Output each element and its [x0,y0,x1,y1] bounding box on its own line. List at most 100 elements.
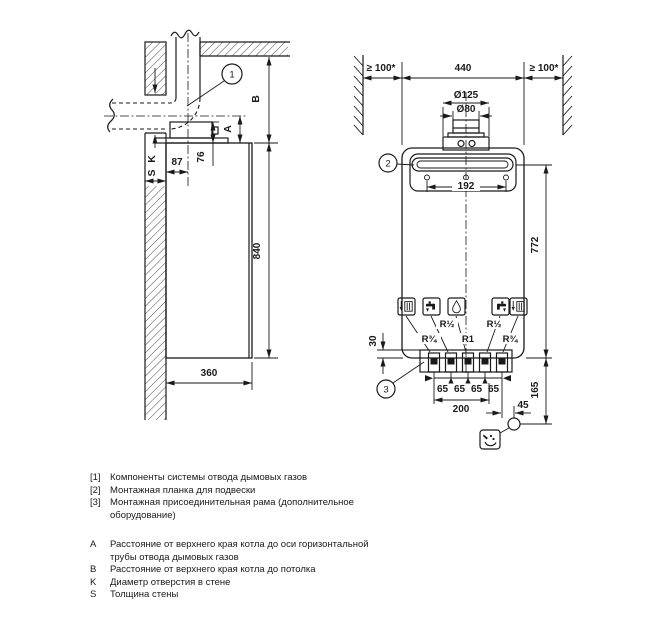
hot-water-tap-icon [422,297,441,316]
dim-A-label: A [222,125,234,133]
pipe-break-symbol [107,98,115,133]
dim-45: 45 [486,400,531,418]
dim-width-label: 440 [455,63,472,74]
dim-K-label: K [146,155,158,163]
boiler-body-side [165,142,253,359]
flue-adapter-side [169,121,213,139]
gas-flame-icon [447,297,466,316]
legend-text: Монтажная присоединительная рама (дополн… [110,497,354,508]
legend-letter-S: S Толщина стены [90,589,178,602]
heating-flow-icon [397,297,416,316]
dim-B: B [250,57,272,143]
left-wall [353,55,364,136]
stub-dhw [444,352,458,373]
heating-return-icon [509,297,528,316]
dim-192: 192 [426,180,507,192]
dim-87-label: 87 [171,157,183,168]
dim-45-label: 45 [517,400,529,411]
legend-key: K [90,576,97,588]
dim-left-gap-label: ≥ 100* [367,63,396,74]
dim-772-label: 772 [530,236,541,253]
conn-label-cold-water: R½ [487,319,502,330]
right-wall [562,55,573,136]
boiler-body-front [401,147,525,359]
flue-elbow-horizontal [107,97,201,133]
legend-key: [3] [90,497,101,508]
installation-diagram: 76 A B 840 360 87 K [104,29,573,450]
stub-heating-flow [427,352,441,373]
front-view: ≥ 100* 440 ≥ 100* Ø125 Ø80 [353,55,573,450]
bracket-hole [503,174,509,181]
stub-cold-water [478,352,492,373]
dim-top-row: ≥ 100* 440 ≥ 100* [363,62,563,145]
legend-item-1: [1] Компоненты системы отвода дымовых га… [90,472,307,485]
wall-section-upper [144,41,167,96]
drain-point [507,417,521,431]
siphon-icon [479,429,501,450]
boiler-side [154,121,253,359]
legend-key: [1] [90,472,101,483]
balloon-2-number: 2 [385,159,390,170]
cold-water-tap-icon [491,297,510,316]
ceiling-section [199,41,290,57]
legend-letter-A: A Расстояние от верхнего края котла до о… [90,539,369,564]
legend-text: Расстояние от верхнего края котла до оси… [110,539,369,550]
dim-840: 840 [252,142,278,359]
dim-87: 87 [166,157,188,175]
dim-165: 165 [526,357,552,424]
balloon-1: 1 [186,63,243,107]
dim-65-label: 65 [454,384,466,395]
condensate-drain [479,417,552,450]
dim-65-row: 65 65 65 65 [425,375,511,395]
legend-key: [2] [90,484,101,496]
stub-gas [461,352,475,373]
mounting-bracket [411,157,514,172]
dim-65-label: 65 [471,384,483,395]
legend-key: B [90,564,97,575]
balloon-3: 3 [376,361,425,399]
conn-label-heating-return: R¾ [503,334,519,345]
dim-65-label: 65 [488,384,500,395]
dim-A: A [222,116,243,143]
connection-stubs [427,352,509,418]
balloon-3-number: 3 [383,385,388,396]
stub-heating-return [495,352,509,373]
pipe-break-symbol [170,29,200,39]
connection-labels: R¾ R½ R1 R½ R¾ [417,318,522,345]
legend-letter-B: B Расстояние от верхнего края котла до п… [90,564,316,577]
flue-pipe-vertical [170,29,201,98]
legend-text: Расстояние от верхнего края котла до пот… [110,564,316,575]
legend-key: A [90,539,97,550]
side-view: 76 A B 840 360 87 K [104,29,290,420]
dim-772: 772 [516,164,552,358]
dim-65-label: 65 [437,384,449,395]
dim-200-label: 200 [453,404,470,415]
dim-192-label: 192 [458,181,475,192]
legend-letter-K: K Диаметр отверстия в стене [90,577,230,590]
legend-item-3: [3] Монтажная присоединительная рама (до… [90,497,354,522]
legend-text: Толщина стены [110,589,179,600]
dim-200: 200 [434,383,490,415]
dim-right-gap-label: ≥ 100* [530,63,559,74]
legend-text: Компоненты системы отвода дымовых газов [110,472,308,483]
dim-360: 360 [166,362,253,390]
legend-item-2: [2] Монтажная планка для подвески [90,485,255,498]
dim-30-label: 30 [368,335,379,347]
dim-76: 76 [196,121,219,166]
dim-S-label: S [146,169,158,176]
legend-key: S [90,589,97,600]
conn-label-gas: R1 [462,334,475,345]
dim-165-label: 165 [530,381,541,398]
legend-text: Монтажная планка для подвески [110,484,256,496]
dim-76-label: 76 [196,151,207,163]
conn-label-dhw: R½ [440,319,455,330]
balloon-2: 2 [378,153,415,173]
balloon-1-number: 1 [229,70,234,81]
dim-30: 30 [368,333,420,374]
dim-B-label: B [250,95,262,103]
legend-text: Диаметр отверстия в стене [110,576,231,588]
dim-360-label: 360 [201,368,218,379]
legend-text: оборудование) [110,509,176,521]
legend-text: трубы отвода дымовых газов [110,551,239,563]
